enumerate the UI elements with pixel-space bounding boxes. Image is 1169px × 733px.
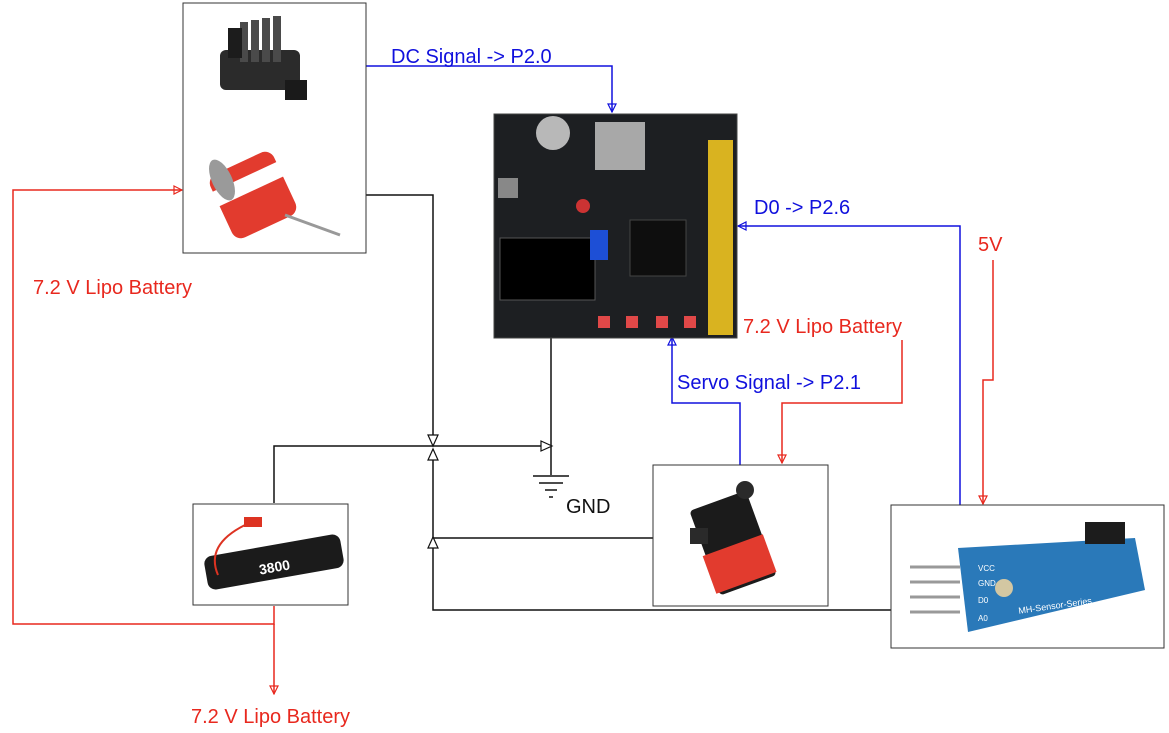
dc-signal-label: DC Signal -> P2.0 bbox=[391, 46, 552, 68]
servo-signal-label: Servo Signal -> P2.1 bbox=[677, 372, 861, 394]
ground-junction-arrow bbox=[540, 440, 554, 452]
battery-ground-wire bbox=[273, 445, 551, 503]
five-volt-wire bbox=[983, 260, 994, 504]
nimh-battery-pack-icon: 3800 bbox=[204, 517, 344, 590]
dc-signal-wire bbox=[366, 65, 612, 112]
battery-label-bottom: 7.2 V Lipo Battery bbox=[191, 706, 350, 728]
ir-sensor-module-icon: VCC GND D0 A0 MH-Sensor-Series bbox=[910, 522, 1145, 632]
d0-signal-label: D0 -> P2.6 bbox=[754, 197, 850, 219]
gnd-label: GND bbox=[566, 496, 610, 518]
five-volt-label: 5V bbox=[978, 234, 1003, 256]
ground-symbol bbox=[533, 475, 569, 498]
ground-junction-arrow bbox=[427, 434, 439, 448]
microcontroller-box bbox=[493, 113, 738, 339]
battery-to-servo-wire bbox=[782, 340, 903, 463]
esc-ground-wire bbox=[366, 194, 434, 445]
servo-ground-wire bbox=[432, 451, 653, 539]
sensor-ground-wire bbox=[432, 538, 891, 611]
battery-to-esc-wire bbox=[12, 190, 275, 625]
esc-motor-box bbox=[182, 2, 367, 254]
esc-icon bbox=[220, 16, 307, 100]
ground-junction-arrow bbox=[427, 447, 439, 461]
servo-signal-wire bbox=[672, 337, 741, 465]
servo-box bbox=[652, 464, 829, 607]
servo-motor-icon bbox=[690, 481, 777, 595]
battery-printed-text: 3800 bbox=[258, 556, 292, 577]
sensor-pin-d0: D0 bbox=[978, 596, 989, 605]
d0-signal-wire bbox=[738, 226, 961, 505]
battery-label-right: 7.2 V Lipo Battery bbox=[743, 316, 902, 338]
brushed-motor-icon bbox=[209, 151, 341, 239]
sensor-pin-vcc: VCC bbox=[978, 564, 995, 573]
microcontroller-board-icon bbox=[498, 116, 733, 335]
ground-junction-arrow bbox=[427, 535, 439, 549]
sensor-box: VCC GND D0 A0 MH-Sensor-Series bbox=[890, 504, 1165, 649]
battery-box: 3800 bbox=[192, 503, 349, 606]
sensor-pin-a0: A0 bbox=[978, 614, 988, 623]
battery-label-left: 7.2 V Lipo Battery bbox=[33, 277, 192, 299]
sensor-pin-gnd: GND bbox=[978, 579, 996, 588]
